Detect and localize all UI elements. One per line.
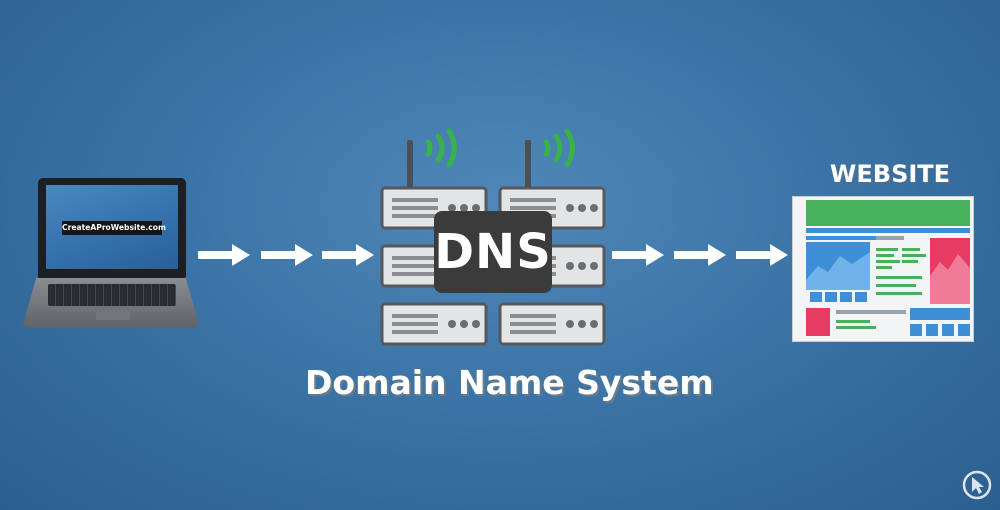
server-icon — [498, 302, 606, 346]
laptop-touchpad — [96, 310, 130, 320]
laptop-lid: CreateAProWebsite.com — [38, 178, 186, 278]
laptop-keyboard — [48, 284, 176, 306]
arrow-right-icon — [736, 244, 788, 266]
website-title: WEBSITE — [829, 160, 951, 188]
wifi-signal-icon — [543, 128, 575, 168]
dns-label: DNS — [434, 224, 552, 280]
arrow-right-icon — [322, 244, 374, 266]
laptop-screen: CreateAProWebsite.com — [46, 185, 178, 269]
antenna — [407, 140, 413, 198]
logo-icon — [962, 470, 992, 500]
arrow-right-icon — [674, 244, 726, 266]
arrow-right-icon — [261, 244, 313, 266]
website-page-icon — [792, 196, 974, 342]
laptop-screen-text: CreateAProWebsite.com — [62, 221, 166, 235]
wifi-signal-icon — [425, 128, 457, 168]
diagram-title: Domain Name System — [305, 363, 714, 402]
antenna — [525, 140, 531, 198]
arrow-right-icon — [612, 244, 664, 266]
server-icon — [380, 302, 488, 346]
dns-label-box: DNS — [434, 211, 552, 293]
arrow-right-icon — [198, 244, 250, 266]
laptop-icon: CreateAProWebsite.com — [22, 178, 202, 330]
